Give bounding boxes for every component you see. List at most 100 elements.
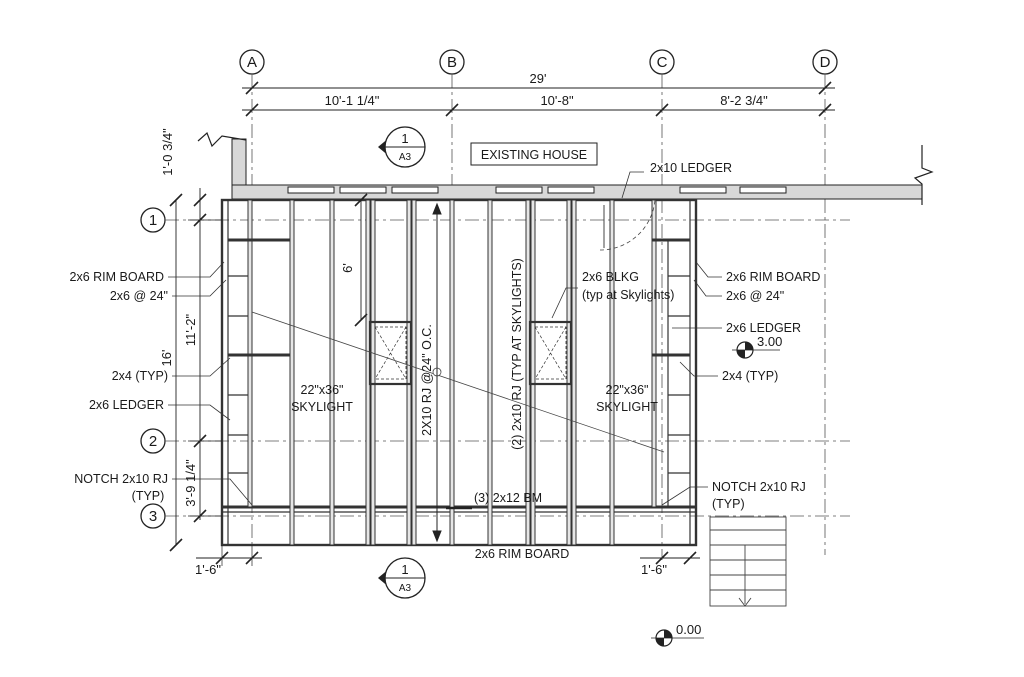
leader-notch-right bbox=[661, 486, 708, 506]
label-blocking-note: (typ at Skylights) bbox=[582, 288, 674, 302]
dimension-tick bbox=[245, 103, 259, 117]
rafter-joist bbox=[609, 199, 615, 546]
grid-label: C bbox=[657, 54, 668, 71]
dimension-tick bbox=[245, 81, 259, 95]
label-rafter-joists: 2X10 RJ @24" O.C. bbox=[420, 324, 434, 436]
deck-perimeter bbox=[220, 198, 698, 547]
leader-ledger-top bbox=[621, 171, 644, 199]
skylight-glazing bbox=[374, 326, 407, 380]
grid-label: 1 bbox=[149, 212, 157, 229]
grid-label: A bbox=[247, 54, 257, 71]
section-sheet: A3 bbox=[399, 152, 412, 163]
label-double-joists: (2) 2x10 RJ (TYP AT SKYLIGHTS) bbox=[510, 258, 524, 450]
skylight-diagonal bbox=[374, 326, 407, 380]
label-2x4-right: 2x4 (TYP) bbox=[722, 369, 778, 383]
stair-arrow-head bbox=[738, 597, 752, 607]
leader-notch-left bbox=[172, 478, 253, 506]
top-dimensions bbox=[242, 81, 835, 117]
elevation-marker-bottom: 0.00 bbox=[651, 622, 704, 647]
rafter-joist bbox=[571, 199, 577, 546]
label-notch-right: NOTCH 2x10 RJ bbox=[712, 480, 806, 494]
elevation-quadrant bbox=[745, 342, 753, 350]
skylight-left bbox=[368, 320, 413, 386]
leader-ledger-left bbox=[168, 404, 231, 421]
elevation-quadrant bbox=[737, 350, 745, 358]
section-number: 1 bbox=[401, 131, 408, 146]
grid-row-3: 3 bbox=[140, 503, 850, 529]
label-ledger-left: 2x6 LEDGER bbox=[89, 398, 164, 412]
leader-rim-left bbox=[168, 261, 225, 278]
label-notch-left: NOTCH 2x10 RJ bbox=[74, 472, 168, 486]
grid-label: D bbox=[820, 54, 831, 71]
label-notch-left-typ: (TYP) bbox=[132, 489, 165, 503]
leader-2x4-right bbox=[679, 361, 718, 377]
grid-label: B bbox=[447, 54, 457, 71]
skylight-frame bbox=[368, 320, 413, 386]
skylight-diagonal bbox=[534, 326, 567, 380]
leader-rim-right bbox=[695, 261, 722, 278]
window-opening bbox=[339, 186, 387, 194]
label-rim-right: 2x6 RIM BOARD bbox=[726, 270, 820, 284]
dimension-bottom-left: 1'-6" bbox=[195, 562, 221, 577]
dimension-bottom-right: 1'-6" bbox=[641, 562, 667, 577]
section-sheet: A3 bbox=[399, 583, 412, 594]
leader-lines bbox=[168, 171, 722, 506]
stair-outline bbox=[709, 516, 787, 607]
arrow-head bbox=[432, 530, 442, 543]
grid-column-d: D bbox=[812, 49, 838, 555]
section-mark-top: 1 A3 bbox=[378, 126, 426, 168]
rafter-joist bbox=[487, 199, 493, 546]
window-opening bbox=[679, 186, 727, 194]
dimension-tick bbox=[169, 193, 183, 207]
dimension-tick bbox=[655, 551, 669, 565]
elevation-value: 3.00 bbox=[757, 334, 782, 349]
elevation-quadrant bbox=[656, 638, 664, 646]
dimension-tick bbox=[354, 313, 368, 327]
joist-span-arrow bbox=[432, 202, 472, 543]
skylight-right bbox=[528, 320, 573, 386]
rafter-joist bbox=[370, 199, 376, 546]
arrow-head bbox=[432, 202, 442, 215]
skylight-glazing bbox=[534, 326, 567, 380]
dimension-tick bbox=[193, 193, 207, 207]
rafter-joist bbox=[329, 199, 335, 546]
stair bbox=[709, 516, 787, 607]
grid-label: 2 bbox=[149, 433, 157, 450]
dimension-tick bbox=[354, 193, 368, 207]
existing-house-wall bbox=[197, 131, 934, 205]
window-opening bbox=[391, 186, 439, 194]
dimension-tick bbox=[655, 103, 669, 117]
elevation-marker-right: 3.00 bbox=[732, 334, 782, 359]
door-swing bbox=[599, 199, 656, 251]
leader-2x4-left bbox=[172, 357, 231, 377]
dimension-overall: 29' bbox=[530, 71, 547, 86]
label-notch-right-typ: (TYP) bbox=[712, 497, 745, 511]
label-rim-left: 2x6 RIM BOARD bbox=[70, 270, 164, 284]
grid-row-2: 2 bbox=[140, 428, 850, 454]
existing-house-box bbox=[470, 142, 598, 166]
existing-house-label: EXISTING HOUSE bbox=[481, 148, 587, 162]
rafter-joist bbox=[449, 199, 455, 546]
label-ledger-right: 2x6 LEDGER bbox=[726, 321, 801, 335]
elevation-value: 0.00 bbox=[676, 622, 701, 637]
label-ledger-top: 2x10 LEDGER bbox=[650, 161, 732, 175]
dimension-left-bottom: 3'-9 1/4" bbox=[183, 459, 198, 507]
diagonal-line bbox=[251, 311, 665, 453]
section-number: 1 bbox=[401, 562, 408, 577]
leader-blkg bbox=[551, 287, 578, 319]
label-skylight-right: SKYLIGHT bbox=[596, 400, 658, 414]
label-skylight-left-size: 22"x36" bbox=[301, 383, 344, 397]
window-opening bbox=[547, 186, 595, 194]
leader-studs-right bbox=[693, 279, 722, 297]
grid-column-c: C bbox=[649, 49, 675, 560]
label-beam: (3) 2x12 BM bbox=[474, 491, 542, 505]
dimension-tick bbox=[818, 103, 832, 117]
dimension-blocking: 6' bbox=[340, 263, 355, 273]
window-opening bbox=[495, 186, 543, 194]
skylight-frame bbox=[528, 320, 573, 386]
dimension-tick bbox=[445, 103, 459, 117]
deck-framing bbox=[220, 198, 698, 547]
elevation-quadrant bbox=[664, 630, 672, 638]
break-line-right bbox=[913, 145, 934, 205]
